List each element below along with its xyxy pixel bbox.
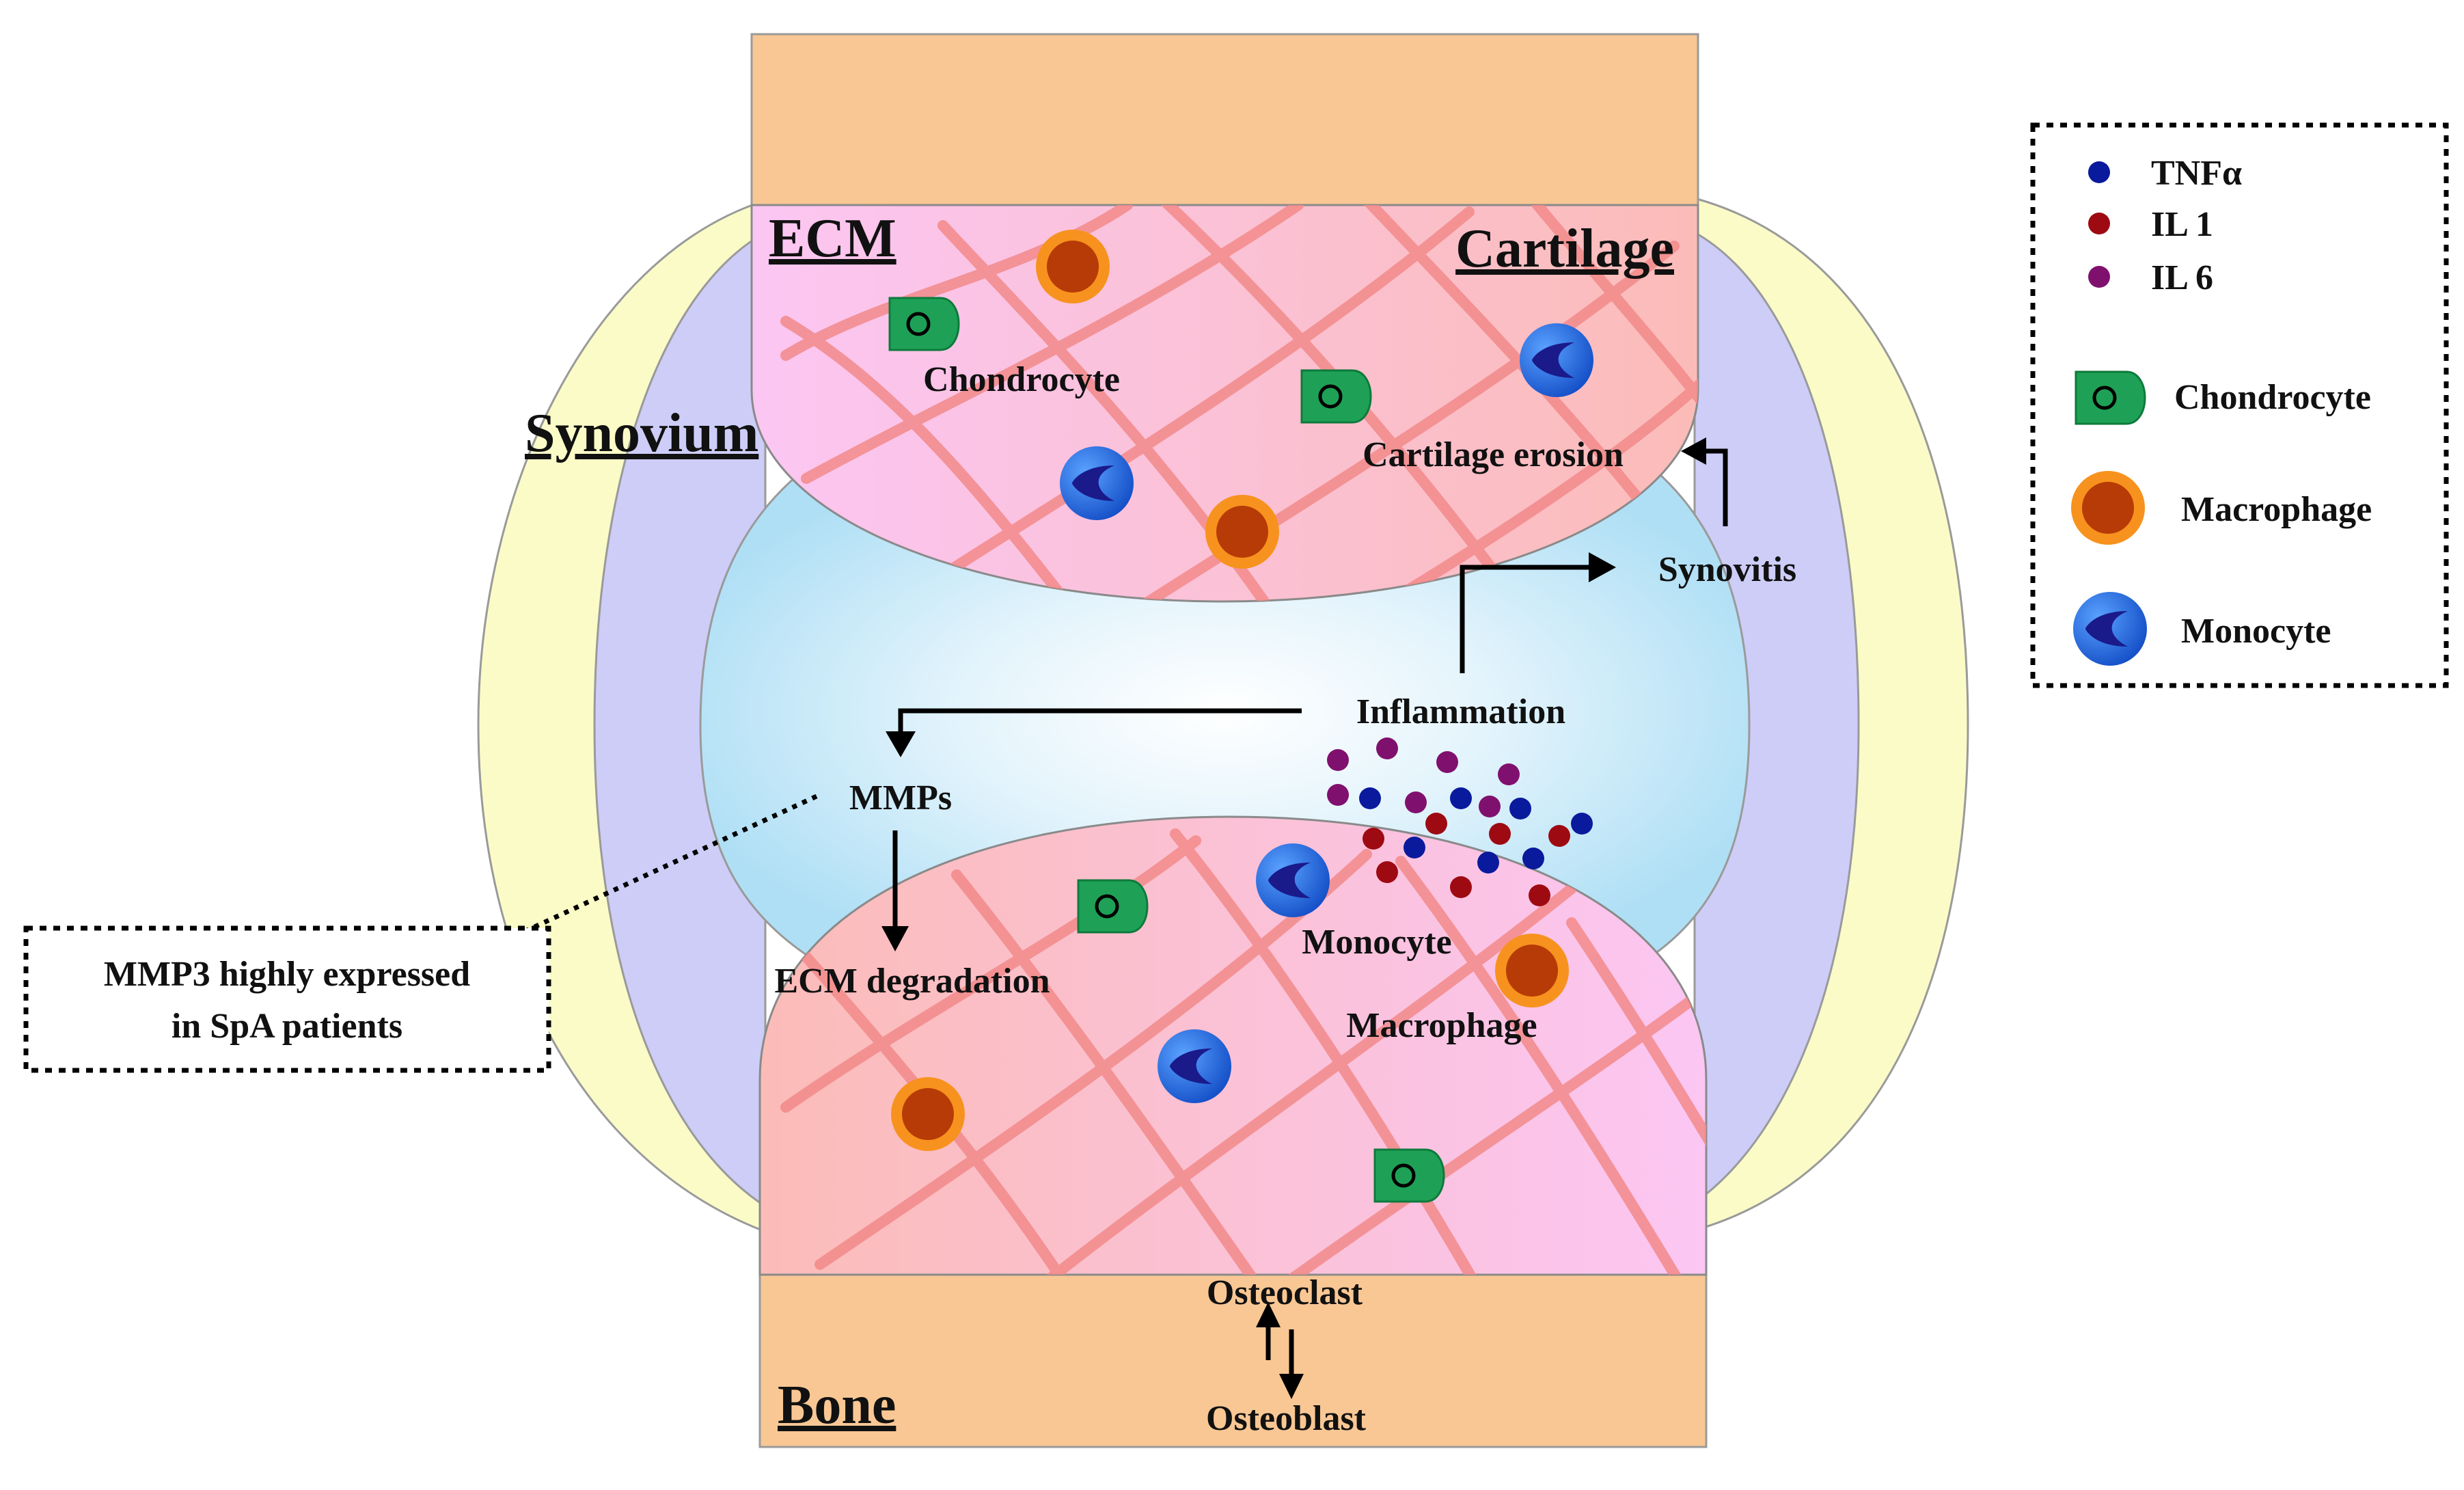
label-mmps: MMPs <box>849 778 952 817</box>
arrow-inflammation-to-synovitis <box>1460 565 1592 673</box>
il1-dot <box>2088 213 2110 234</box>
bottom-bone <box>758 1271 1708 1448</box>
label-monocyte: Monocyte <box>1302 923 1451 962</box>
monocyte-cell <box>1256 843 1330 917</box>
arrowheads <box>881 437 1706 1399</box>
cytokine-cluster <box>1327 737 1593 906</box>
top-ecm-fibers <box>780 205 1698 601</box>
synovium-inner <box>593 230 1860 1208</box>
arrow-inflammation-to-mmps <box>898 708 1302 735</box>
legend-macrophage-icon <box>2071 471 2145 545</box>
top-bone <box>750 33 1699 208</box>
legend-chondrocyte: Chondrocyte <box>2174 378 2371 417</box>
legend: TNFα IL 1 IL 6 Chondrocyte Macrophage Mo… <box>2030 122 2449 688</box>
chondrocyte-cell <box>1302 370 1371 422</box>
synovium-outer <box>477 197 1969 1232</box>
note-line-1: MMP3 highly expressed <box>104 955 470 994</box>
label-cartilage-erosion: Cartilage erosion <box>1363 435 1624 474</box>
region-cartilage: Cartilage <box>1455 219 1674 279</box>
chondrocyte-cell <box>890 298 959 350</box>
legend-chondrocyte-icon <box>2076 372 2145 424</box>
label-ecm-degradation: ECM degradation <box>775 962 1050 1001</box>
legend-monocyte-icon <box>2073 592 2147 666</box>
chondrocyte-cell <box>1078 880 1147 932</box>
monocyte-cell <box>1158 1029 1231 1103</box>
macrophage-cell <box>1205 495 1279 569</box>
chondrocyte-cell <box>1375 1150 1444 1202</box>
monocyte-cell <box>1520 323 1593 397</box>
legend-macrophage: Macrophage <box>2181 490 2372 529</box>
note-line-2: in SpA patients <box>172 1007 402 1046</box>
macrophage-cell <box>1036 230 1110 303</box>
note-box <box>23 925 551 1073</box>
macrophage-cell <box>1495 934 1569 1007</box>
label-osteoclast: Osteoclast <box>1207 1273 1363 1312</box>
arrow-synovitis-to-erosion <box>1701 448 1728 526</box>
tnf-dot <box>2088 161 2110 183</box>
label-macrophage: Macrophage <box>1346 1006 1537 1045</box>
region-bone: Bone <box>778 1375 896 1435</box>
region-ecm: ECM <box>769 208 896 269</box>
label-osteoblast: Osteoblast <box>1206 1399 1367 1438</box>
legend-monocyte: Monocyte <box>2181 612 2331 651</box>
monocyte-cell <box>1060 446 1134 520</box>
legend-tnf: TNFα <box>2151 154 2242 193</box>
legend-il1: IL 1 <box>2151 205 2213 244</box>
region-synovium: Synovium <box>525 403 758 463</box>
label-synovitis: Synovitis <box>1658 550 1796 589</box>
label-inflammation: Inflammation <box>1356 692 1565 731</box>
legend-il6: IL 6 <box>2151 258 2213 297</box>
macrophage-cell <box>891 1077 965 1151</box>
label-chondrocyte: Chondrocyte <box>923 360 1120 399</box>
il6-dot <box>2088 266 2110 288</box>
